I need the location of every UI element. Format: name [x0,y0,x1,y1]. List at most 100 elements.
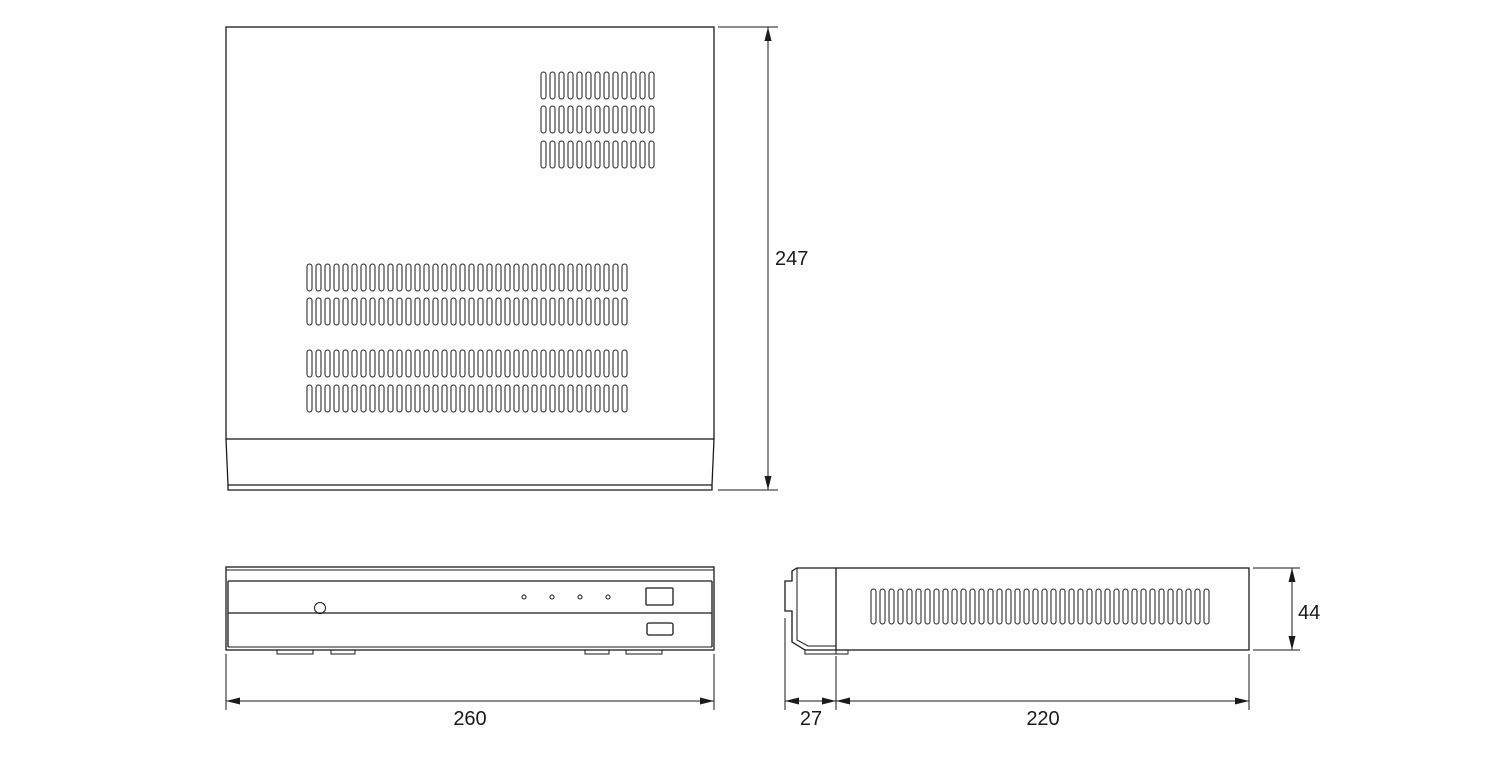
vent-slot [942,588,949,625]
vent-slot [1005,588,1012,625]
vent-slot [558,263,565,292]
vent-slot [630,105,637,134]
vent-slot [414,384,421,413]
vent-slot [486,384,493,413]
vent-slot [414,297,421,326]
vent-slot [1059,588,1066,625]
vent-slot [459,384,466,413]
height-dimension: 247 [718,26,808,491]
vent-slot [477,297,484,326]
vent-slot [540,384,547,413]
vent-slot [423,349,430,378]
vent-slot [594,140,601,169]
vent-slot [621,263,628,292]
vent-slot [549,105,556,134]
vent-slot [630,71,637,100]
vent-slot [585,297,592,326]
vent-slot [1023,588,1030,625]
vent-slot [315,263,322,292]
vent-slot [522,263,529,292]
vent-slot [933,588,940,625]
side-view [784,567,1250,655]
vent-slot [603,384,610,413]
vent-slot [513,297,520,326]
vent-slot [594,349,601,378]
vent-slot [540,71,547,100]
vent-slot [549,384,556,413]
vent-slot [513,349,520,378]
vent-slot [414,263,421,292]
vent-slot [396,297,403,326]
vent-slot [594,297,601,326]
vent-slot [351,349,358,378]
vent-slot [324,349,331,378]
vent-slot [558,297,565,326]
vent-slot [576,140,583,169]
vent-slot [1149,588,1156,625]
vent-slot [915,588,922,625]
vent-slot [342,384,349,413]
vent-slot [432,384,439,413]
foot [584,650,610,655]
vent-slot [306,263,313,292]
vent-slot [1068,588,1075,625]
vent-slot [558,349,565,378]
led-indicator-icon [605,594,611,600]
vent-slot [594,105,601,134]
vent-slot [603,71,610,100]
vent-slot [585,71,592,100]
width-dimension: 260 [225,654,715,730]
vent-slot [648,71,655,100]
vent-slot [1113,588,1120,625]
vent-slot [378,384,385,413]
vent-slot [369,384,376,413]
vent-slot [1041,588,1048,625]
vent-slot [1194,588,1201,625]
vent-slot [1095,588,1102,625]
vent-slot [603,140,610,169]
vent-slot [612,105,619,134]
vent-slot [531,297,538,326]
vent-slot [540,263,547,292]
vent-slot [378,297,385,326]
vent-slot [630,140,637,169]
vent-slot [639,71,646,100]
vent-slot [405,297,412,326]
vent-slot [477,263,484,292]
thickness-label: 44 [1298,602,1320,624]
vent-slot [603,105,610,134]
vent-slot [1158,588,1165,625]
vent-slot [621,140,628,169]
vent-slot [414,349,421,378]
vent-slot [879,588,886,625]
vent-slot [897,588,904,625]
height-label: 247 [775,248,808,270]
vent-slot [576,297,583,326]
vent-slot [888,588,895,625]
vent-slot [495,349,502,378]
vent-slot [432,297,439,326]
vent-slot [540,349,547,378]
vent-slot [441,263,448,292]
vent-slot [1122,588,1129,625]
vent-slot [504,384,511,413]
vent-slot [1185,588,1192,625]
vent-slot [987,588,994,625]
vent-slot [522,349,529,378]
vent-slot [906,588,913,625]
vent-slot [441,384,448,413]
vent-slot [978,588,985,625]
vent-slot [450,297,457,326]
top-vents-upper [540,71,655,169]
vent-slot [360,349,367,378]
vent-slot [441,297,448,326]
vent-slot [549,297,556,326]
vent-slot [540,105,547,134]
vent-slot [513,263,520,292]
vent-slot [558,71,565,100]
vent-slot [306,297,313,326]
vent-slot [450,384,457,413]
vent-slot [924,588,931,625]
vent-slot [1050,588,1057,625]
vent-slot [531,349,538,378]
